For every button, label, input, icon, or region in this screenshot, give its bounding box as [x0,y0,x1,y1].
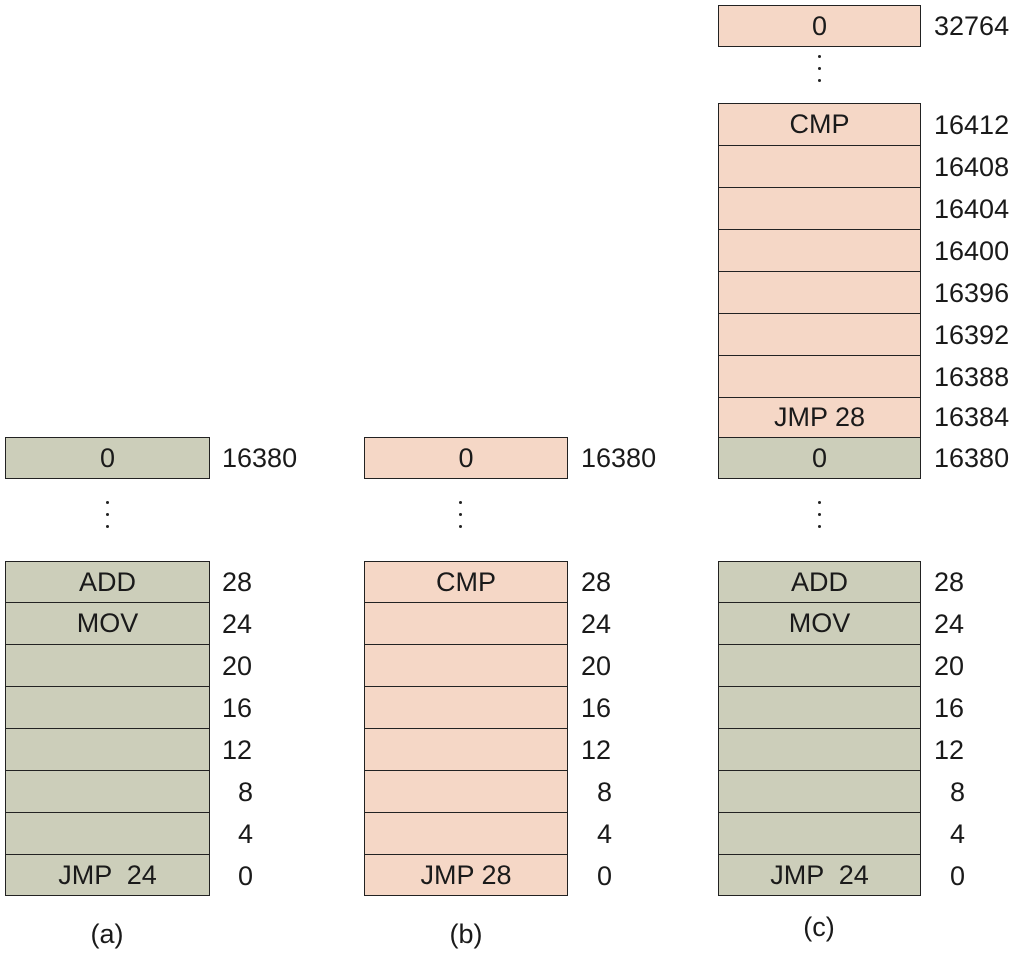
address-label: 0 [597,861,613,891]
memory-cell: JMP 24 [5,854,210,896]
memory-cell [718,812,921,855]
memory-cell [718,355,921,398]
address-label: 16380 [222,443,298,473]
caption-b: (b) [449,919,483,949]
address-label: 24 [934,609,965,639]
address-label: 8 [238,777,254,807]
address-label: 24 [581,609,612,639]
ellipsis-dots [817,55,821,91]
memory-cell: JMP 28 [364,854,568,896]
address-label: 12 [934,735,965,765]
address-label: 12 [222,735,253,765]
memory-cell: JMP 24 [718,854,921,896]
memory-cell [718,145,921,188]
address-label: 16396 [934,278,1010,308]
address-label: 32764 [934,11,1010,41]
memory-cell [718,313,921,356]
memory-cell [5,770,210,813]
memory-cell [364,644,568,687]
memory-cell: MOV [5,602,210,645]
memory-cell [5,686,210,729]
memory-cell [364,602,568,645]
memory-cell-top: 0 [364,437,568,479]
memory-cell [364,770,568,813]
memory-cell [364,812,568,855]
address-label: 16380 [581,443,657,473]
memory-cell [718,770,921,813]
address-label: 12 [581,735,612,765]
address-label: 16 [222,693,253,723]
memory-cell: ADD [5,561,210,603]
address-label: 4 [950,819,966,849]
ellipsis-dots [817,501,821,537]
address-label: 0 [238,861,254,891]
address-label: 16400 [934,236,1010,266]
memory-cell: JMP 28 [718,397,921,438]
address-label: 16384 [934,402,1010,432]
address-label: 4 [238,819,254,849]
address-label: 0 [950,861,966,891]
address-label: 16404 [934,194,1010,224]
ellipsis-dots [458,501,462,537]
memory-cell [718,728,921,771]
ellipsis-dots [105,501,109,537]
address-label: 16 [581,693,612,723]
memory-cell [5,644,210,687]
address-label: 24 [222,609,253,639]
address-label: 20 [581,651,612,681]
address-label: 16388 [934,362,1010,392]
address-label: 16392 [934,320,1010,350]
address-label: 4 [597,819,613,849]
memory-cell [5,812,210,855]
memory-cell: 0 [718,437,921,479]
memory-cell [718,271,921,314]
memory-cell [718,229,921,272]
caption-a: (a) [90,919,124,949]
address-label: 16 [934,693,965,723]
memory-cell: ADD [718,561,921,603]
address-label: 20 [222,651,253,681]
memory-cell [5,728,210,771]
memory-cell: CMP [718,103,921,146]
address-label: 28 [222,567,253,597]
memory-cell: MOV [718,602,921,645]
memory-cell [718,187,921,230]
address-label: 8 [597,777,613,807]
memory-cell [364,686,568,729]
memory-cell [718,686,921,729]
memory-cell-top: 0 [5,437,210,479]
memory-cell-top: 0 [718,5,921,47]
address-label: 16408 [934,152,1010,182]
memory-cell: CMP [364,561,568,603]
address-label: 28 [581,567,612,597]
address-label: 28 [934,567,965,597]
memory-cell [718,644,921,687]
memory-cell [364,728,568,771]
address-label: 8 [950,777,966,807]
address-label: 20 [934,651,965,681]
address-label: 16412 [934,110,1010,140]
address-label: 16380 [934,443,1010,473]
caption-c: (c) [803,912,835,942]
